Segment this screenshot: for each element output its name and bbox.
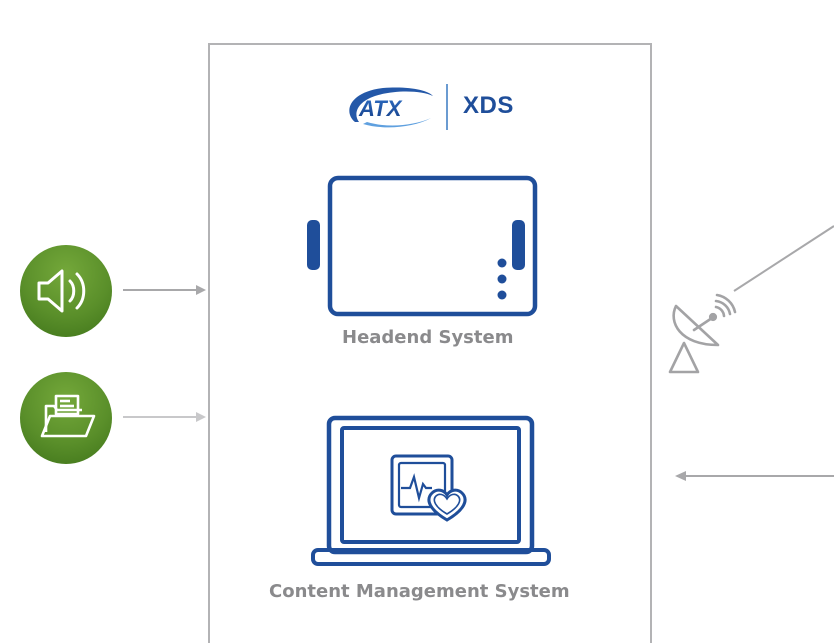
diagram-canvas [123,175,834,566]
headend-system-icon [307,175,538,317]
folder-icon [40,394,96,438]
files-input-badge [20,372,112,464]
xds-product-name: XDS [463,92,514,119]
speaker-icon [37,269,86,313]
svg-text:ATX: ATX [358,96,403,121]
health-monitor-icon [390,454,467,522]
files-connector-arrow [123,412,206,422]
atx-xds-logo: ATX XDS [343,82,523,132]
headend-system-label: Headend System [342,327,514,348]
logo-divider [446,84,448,130]
audio-input-badge [20,245,112,337]
atx-logo-icon: ATX [349,87,433,128]
content-management-system-label: Content Management System [269,581,570,602]
laptop-icon [311,415,551,566]
incoming-connector-arrow [675,471,834,481]
satellite-link-line [733,225,834,292]
satellite-dish-icon [668,293,737,374]
audio-connector-arrow [123,285,206,295]
xds-system-frame [208,43,652,643]
